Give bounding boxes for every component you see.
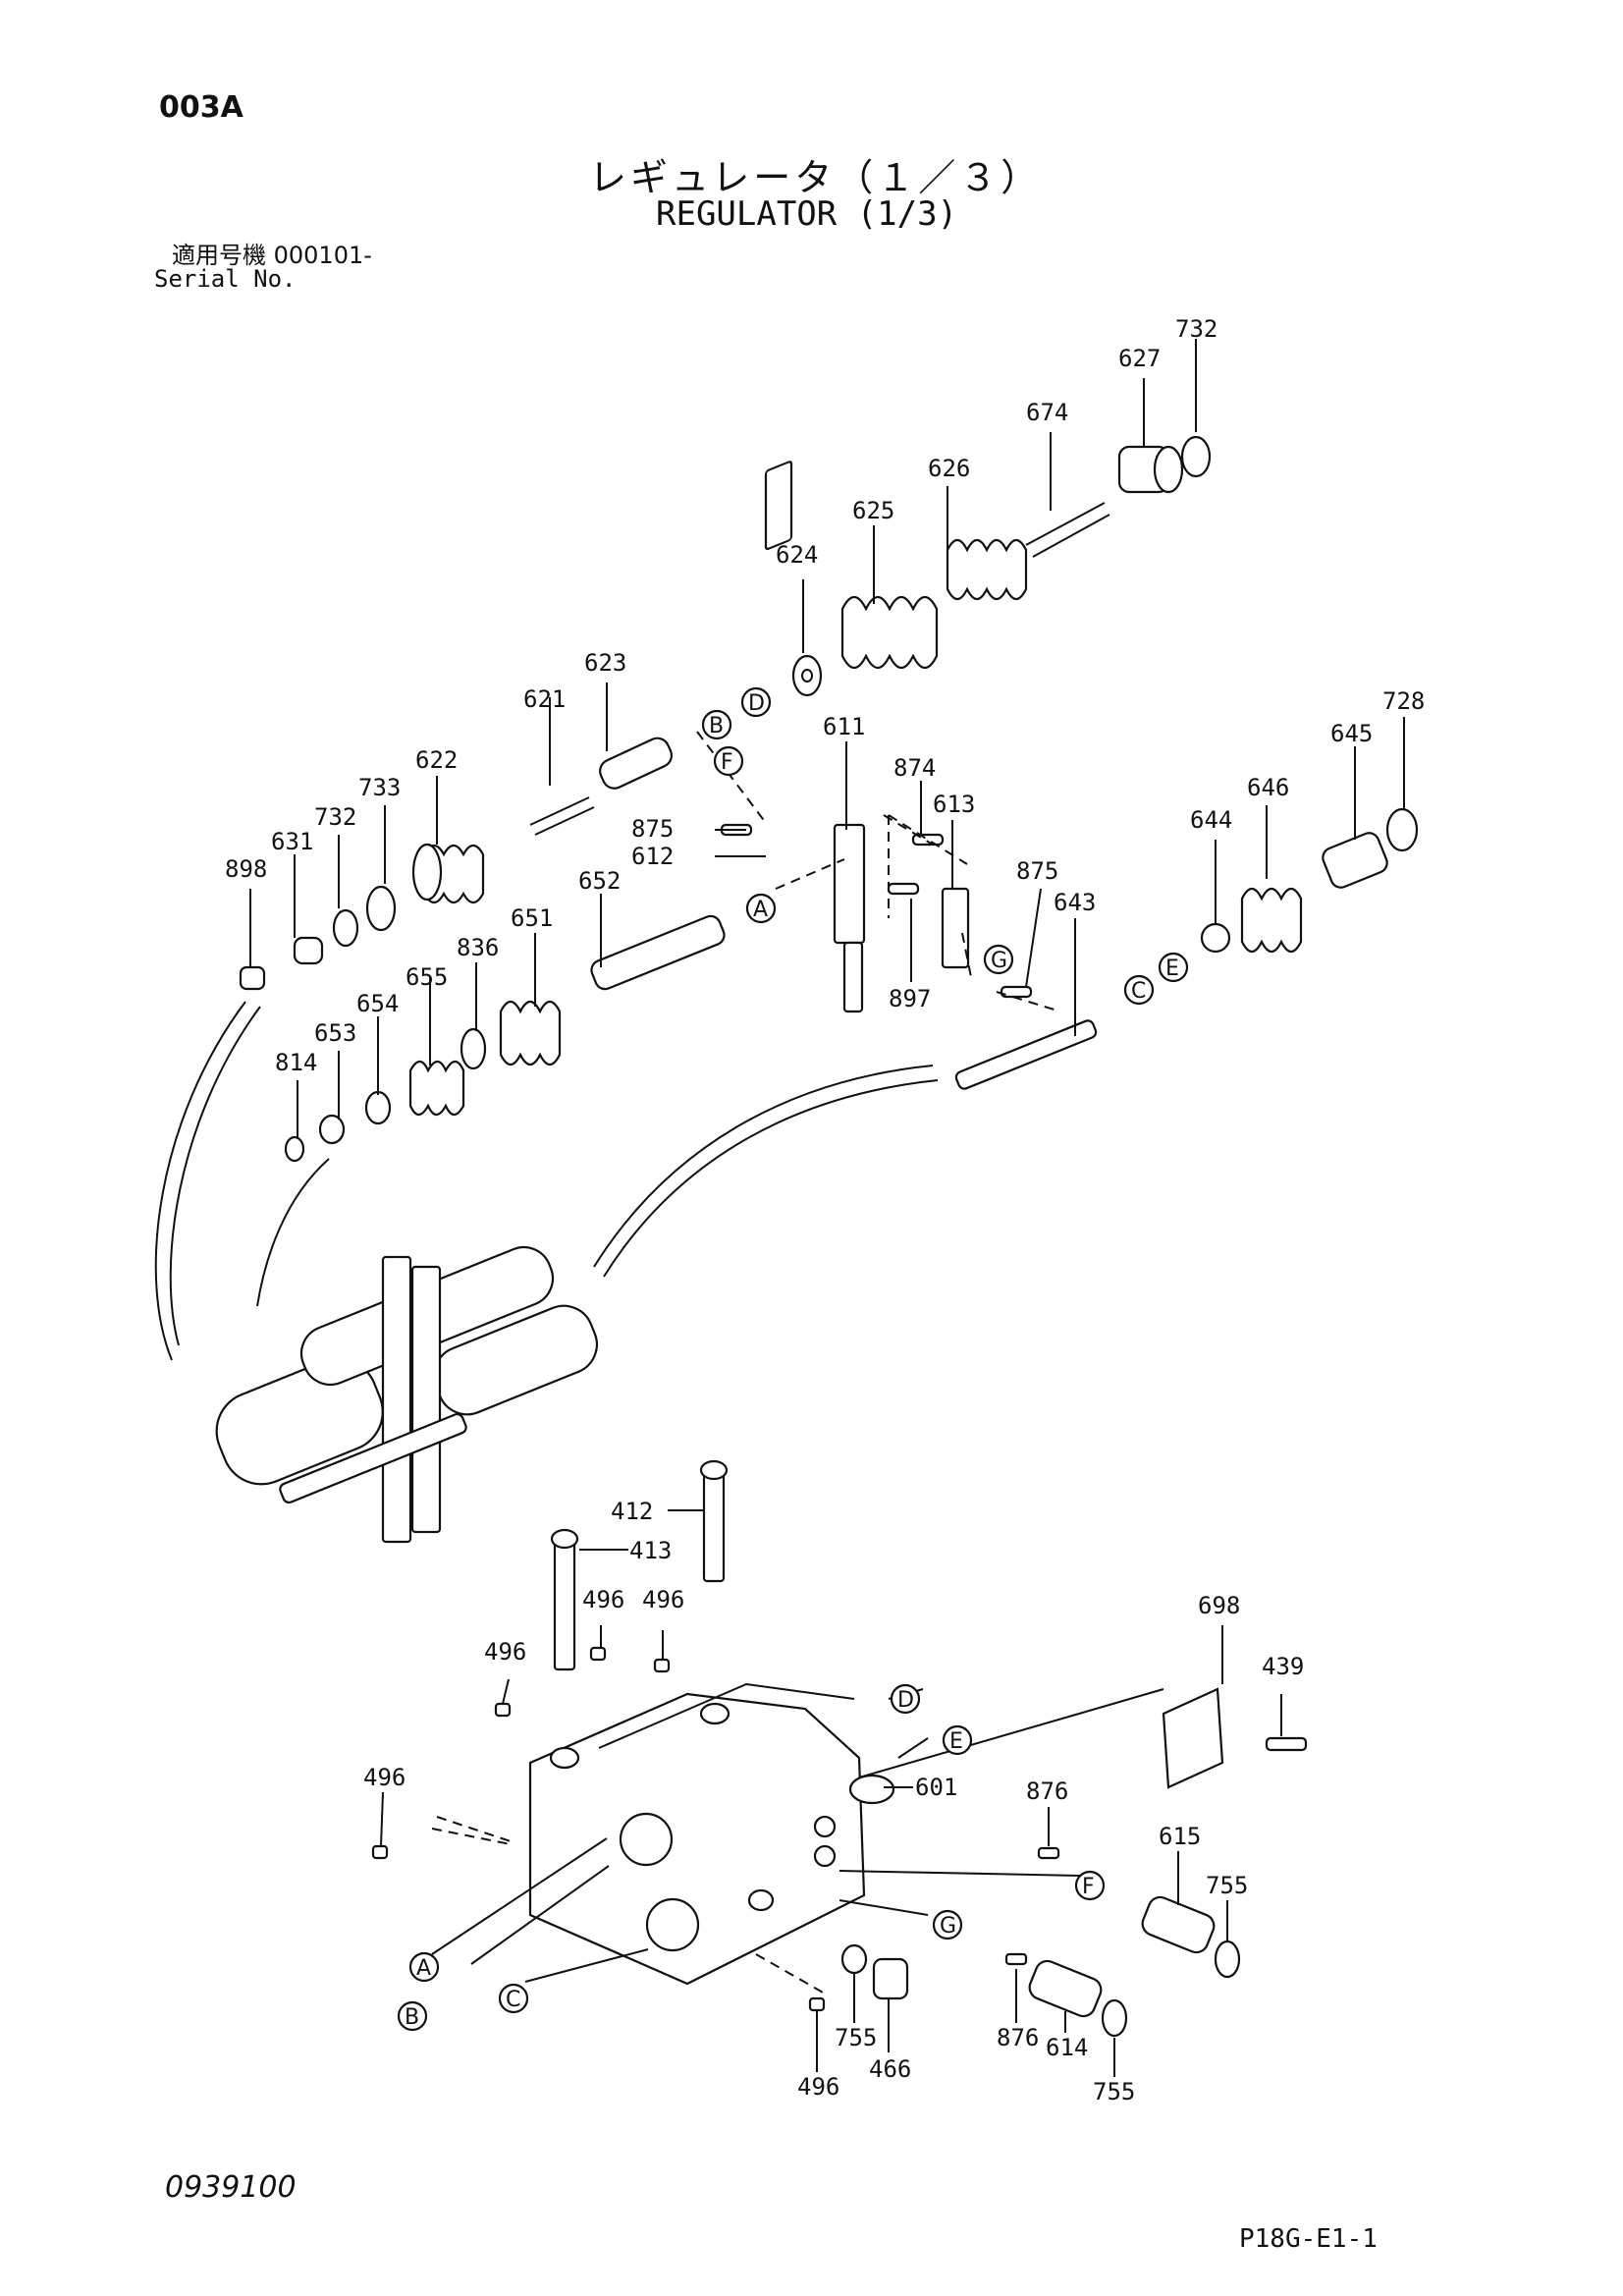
svg-text:E: E: [1165, 957, 1179, 981]
connector-marker-g-upper: G: [983, 944, 1014, 975]
svg-text:G: G: [991, 949, 1007, 973]
part-label-627: 627: [1118, 345, 1161, 372]
svg-text:D: D: [897, 1688, 914, 1713]
connector-marker-b-lower: B: [397, 2000, 428, 2032]
part-label-755b: 755: [835, 2024, 877, 2051]
part-label-875b: 875: [1016, 857, 1058, 885]
part-label-612: 612: [631, 843, 674, 870]
part-label-898: 898: [225, 855, 267, 883]
connector-marker-c-upper: C: [1123, 974, 1155, 1006]
part-label-755a: 755: [1206, 1872, 1248, 1899]
part-label-611: 611: [823, 713, 865, 740]
diagram-leader-lines: [249, 339, 1405, 2077]
part-label-466: 466: [869, 2055, 911, 2083]
part-label-631: 631: [271, 828, 313, 855]
part-label-876b: 876: [997, 2024, 1039, 2051]
svg-text:B: B: [405, 2005, 419, 2030]
part-label-652: 652: [578, 867, 621, 895]
part-label-755c: 755: [1093, 2078, 1135, 2105]
svg-text:D: D: [748, 691, 765, 716]
connector-marker-d-upper: D: [740, 686, 772, 718]
connector-marker-g-lower: G: [932, 1909, 963, 1941]
part-label-651: 651: [511, 904, 553, 932]
part-label-496e: 496: [797, 2073, 839, 2101]
part-label-626: 626: [928, 455, 970, 482]
connector-marker-f-upper: F: [713, 745, 744, 777]
part-label-496b: 496: [642, 1586, 684, 1613]
part-label-615: 615: [1159, 1823, 1201, 1850]
part-label-646: 646: [1247, 774, 1289, 801]
svg-text:F: F: [1082, 1875, 1095, 1899]
part-label-674: 674: [1026, 399, 1068, 426]
connector-marker-f-lower: F: [1074, 1870, 1106, 1901]
part-label-732: 732: [1175, 315, 1217, 343]
part-label-698: 698: [1198, 1592, 1240, 1619]
part-label-496d: 496: [363, 1764, 406, 1791]
part-label-621: 621: [523, 685, 566, 713]
connector-marker-e-upper: E: [1158, 952, 1189, 983]
connector-letter-markers: B D F A G C E D E F G A B C: [397, 686, 1189, 2032]
svg-text:B: B: [709, 714, 724, 738]
part-label-496a: 496: [582, 1586, 624, 1613]
serial-label-japanese: 適用号機 000101-: [172, 242, 372, 269]
connector-marker-a-upper: A: [745, 893, 777, 924]
serial-label-english: Serial No.: [154, 265, 297, 293]
part-label-897: 897: [889, 985, 931, 1012]
part-label-655: 655: [406, 963, 448, 991]
page-code: 003A: [159, 90, 243, 125]
page-title-japanese: レギュレータ（１／３）: [589, 156, 1043, 199]
part-label-439: 439: [1262, 1653, 1304, 1680]
svg-text:A: A: [416, 1956, 431, 1981]
svg-text:E: E: [949, 1729, 963, 1754]
connector-marker-e-lower: E: [942, 1724, 973, 1756]
svg-text:A: A: [753, 898, 768, 922]
part-label-622: 622: [415, 746, 458, 774]
svg-text:F: F: [721, 750, 733, 775]
svg-text:G: G: [940, 1914, 956, 1939]
part-label-733: 733: [358, 774, 401, 801]
part-label-875: 875: [631, 815, 674, 843]
part-label-874: 874: [893, 754, 936, 782]
connector-marker-d-lower: D: [890, 1683, 921, 1715]
part-label-625: 625: [852, 497, 894, 524]
part-label-624: 624: [776, 541, 818, 569]
part-label-601: 601: [915, 1774, 957, 1801]
diagram-part-drawings: [154, 435, 1419, 2038]
connector-marker-a-lower: A: [408, 1951, 440, 1983]
part-label-643: 643: [1054, 889, 1096, 916]
part-label-728: 728: [1382, 687, 1425, 715]
part-label-836: 836: [457, 934, 499, 961]
page-title-english: REGULATOR (1/3): [656, 194, 958, 234]
part-label-413: 413: [629, 1537, 672, 1564]
part-label-653: 653: [314, 1019, 356, 1047]
connector-marker-c-lower: C: [498, 1983, 529, 2014]
connector-marker-b-upper: B: [701, 709, 732, 740]
part-label-732b: 732: [314, 803, 356, 831]
document-number: 0939100: [165, 2170, 297, 2205]
part-label-654: 654: [356, 990, 399, 1017]
part-label-412: 412: [611, 1498, 653, 1525]
part-label-613: 613: [933, 791, 975, 818]
page-reference: P18G-E1-1: [1239, 2224, 1378, 2254]
part-number-labels: 732 627 674 626 625 624 623 621 622 733 …: [225, 315, 1425, 2105]
svg-text:C: C: [506, 1988, 520, 2012]
part-label-645: 645: [1330, 720, 1373, 747]
part-label-644: 644: [1190, 806, 1232, 834]
part-label-814: 814: [275, 1049, 317, 1076]
part-label-623: 623: [584, 649, 626, 677]
part-label-614: 614: [1046, 2034, 1088, 2061]
svg-text:C: C: [1131, 979, 1146, 1004]
part-label-496c: 496: [484, 1638, 526, 1666]
part-label-876a: 876: [1026, 1777, 1068, 1805]
